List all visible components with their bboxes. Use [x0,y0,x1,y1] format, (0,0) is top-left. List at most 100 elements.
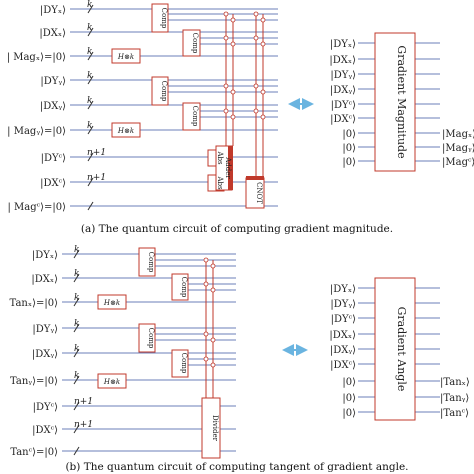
label-a-dyy: |DYᵧ⟩ [40,76,66,87]
sum-b-out-2: |Tanᶜ⟩ [440,408,469,419]
abs-label-a2: Abs [216,175,224,190]
gradient-magnitude-box [374,32,416,172]
sum-a-in-0: |DYₓ⟩ [330,39,356,50]
label-b-dyx: |DYₓ⟩ [32,250,58,261]
bits-a-1: k [87,23,92,33]
comp-gate-b1 [138,247,156,277]
sum-b-in-4: |DXᵧ⟩ [330,345,356,356]
label-b-dxc: |DXᶜ⟩ [32,425,58,436]
comp-gate-b2 [171,273,189,301]
comp-label-b3: Comp [147,328,155,349]
label-b-dxy: |DXᵧ⟩ [32,349,58,360]
sum-b-out-0: |Tanₓ⟩ [440,377,470,388]
sum-b-in-6: |0⟩ [342,377,356,388]
divider-label: Divider [211,415,219,442]
hadamard-gate-a2 [111,122,141,138]
comp-gate-a3 [151,76,169,106]
sum-a-out-1: |Magᵧ⟩ [442,143,474,154]
divider-gate [201,397,221,459]
bits-a-4: k [87,96,92,106]
bits-a-6: n+1 [87,148,106,158]
gradient-angle-title: Gradient Angle [395,307,408,392]
sum-b-in-5: |DXᶜ⟩ [330,360,356,371]
comp-gate-a2 [182,29,201,57]
comp-gate-b3 [138,323,156,353]
h-label-a1: H⊗k [117,53,134,61]
sum-a-in-5: |DXᶜ⟩ [330,114,356,125]
label-a-dxy: |DXᵧ⟩ [40,101,66,112]
sum-b-in-3: |DXₓ⟩ [329,330,356,341]
comp-label-a3: Comp [160,81,168,102]
comp-label-a1: Comp [160,8,168,29]
gradient-magnitude-title: Gradient Magnitude [395,45,408,158]
sum-a-in-2: |DYᵧ⟩ [330,70,356,81]
comp-gate-a1 [151,3,169,33]
sum-b-in-7: |0⟩ [342,393,356,404]
comp-label-b4: Comp [180,353,188,374]
sum-b-in-0: |DYₓ⟩ [330,284,356,295]
label-b-dyy: |DYᵧ⟩ [32,324,58,335]
label-b-dxx: |DXₓ⟩ [31,274,58,285]
label-b-tanx: Tanₓ⟩=|0⟩ [10,298,59,309]
sum-a-out-0: |Magₓ⟩ [442,129,474,140]
bits-b-0: k [74,245,79,255]
bits-b-5: k [74,371,79,381]
label-a-magc: | Magᶜ⟩=|0⟩ [7,202,66,213]
cnot-label: CNOT [255,182,263,204]
label-a-magy: | Magᵧ⟩=|0⟩ [7,126,66,137]
label-a-dxc: |DXᶜ⟩ [40,178,66,189]
comp-label-a4: Comp [191,106,199,127]
comp-gate-a4 [182,102,201,131]
hadamard-gate-b2 [97,373,127,389]
bits-a-2: k [87,47,92,57]
gradient-angle-box [374,277,416,421]
abs-label-a1: Abs [216,150,224,165]
sum-a-out-2: |Magᶜ⟩ [442,157,474,168]
h-label-b2: H⊗k [103,378,120,386]
sum-b-in-8: |0⟩ [342,408,356,419]
h-label-b1: H⊗k [103,299,120,307]
comp-label-a2: Comp [191,33,199,54]
sum-a-in-4: |DYᶜ⟩ [331,100,356,111]
control-dots-a [223,11,266,120]
panel-b: |DYₓ⟩ |DXₓ⟩ Tanₓ⟩=|0⟩ |DYᵧ⟩ |DXᵧ⟩ Tanᵧ⟩=… [10,245,470,473]
hadamard-gate-a1 [111,48,141,64]
sum-b-in-1: |DYᵧ⟩ [330,299,356,310]
label-a-magx: | Magₓ⟩=|0⟩ [7,52,66,63]
caption-a: (a) The quantum circuit of computing gra… [81,223,393,235]
label-a-dxx: |DXₓ⟩ [39,28,66,39]
caption-b: (b) The quantum circuit of computing tan… [65,461,408,473]
label-b-tanc: Tanᶜ⟩=|0⟩ [10,447,58,458]
sum-b-in-2: |DYᶜ⟩ [331,314,356,325]
label-b-tany: Tanᵧ⟩=|0⟩ [10,376,58,387]
bits-b-1: k [74,269,79,279]
comp-gate-b4 [171,349,189,378]
sum-a-in-6: |0⟩ [342,129,356,140]
panel-a: |DYₓ⟩ |DXₓ⟩ | Magₓ⟩=|0⟩ |DYᵧ⟩ |DXᵧ⟩ | Ma… [7,0,474,235]
bits-b-7: n+1 [74,420,93,430]
bits-a-3: k [87,71,92,81]
bits-b-6: n+1 [74,397,93,407]
sum-a-in-3: |DXᵧ⟩ [330,85,356,96]
sum-a-in-7: |0⟩ [342,143,356,154]
sum-b-out-1: |Tanᵧ⟩ [440,393,469,404]
bits-b-4: k [74,344,79,354]
sum-a-in-1: |DXₓ⟩ [329,55,356,66]
hadamard-gate-b1 [97,294,127,310]
adder-label: Adder [224,156,232,179]
h-label-a2: H⊗k [117,127,134,135]
cnot-bar [246,176,264,180]
label-b-dyc: |DYᶜ⟩ [33,402,58,413]
label-a-dyc: |DYᶜ⟩ [41,153,66,164]
comp-label-b1: Comp [147,252,155,273]
bits-b-3: k [74,319,79,329]
control-dots-b [203,257,216,368]
sum-a-in-8: |0⟩ [342,157,356,168]
bits-b-2: k [74,293,79,303]
bits-a-7: n+1 [87,173,106,183]
comp-label-b2: Comp [180,277,188,298]
label-a-dyx: |DYₓ⟩ [40,5,66,16]
bits-a-0: k [87,0,92,10]
adder-bar [228,146,233,190]
